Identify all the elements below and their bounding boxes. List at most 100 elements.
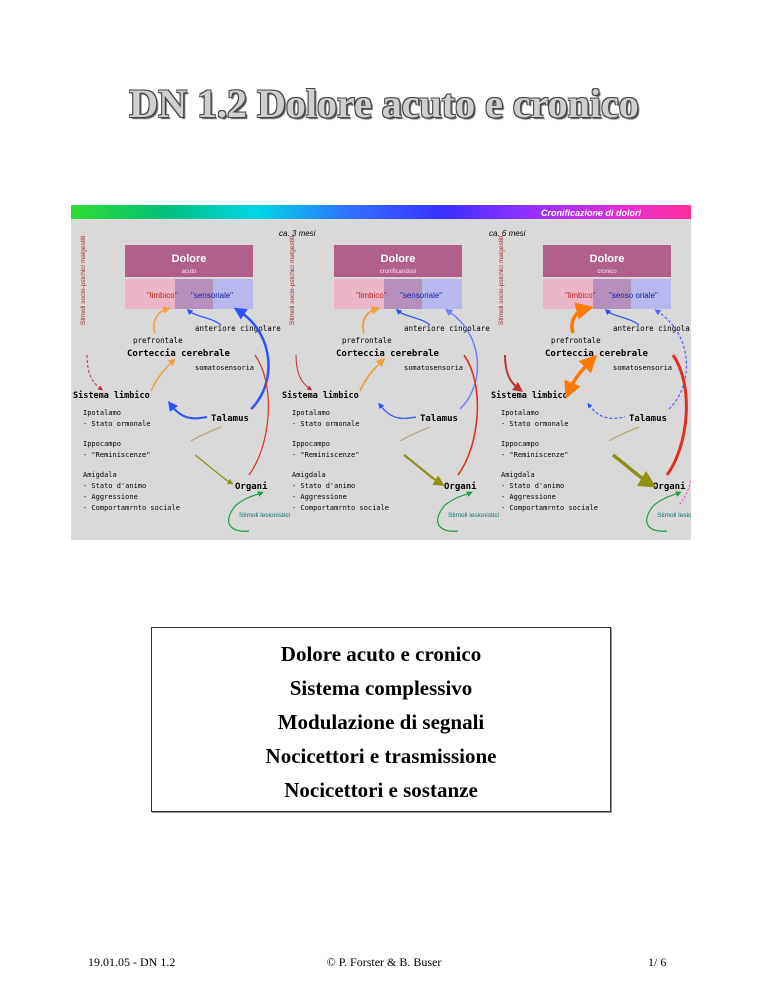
talamus-label: Talamus — [629, 414, 667, 424]
limbic-system-label: Sistema limbico — [282, 390, 359, 401]
hippocampus-label: Ippocampo — [501, 440, 539, 448]
footer-copyright: © P. Forster & B. Buser — [326, 955, 442, 969]
arrow — [153, 306, 171, 334]
panel-2: Stimoli socio-psichici malgestiti Dolore c… — [282, 236, 499, 532]
arrow — [587, 403, 626, 419]
social-label: - Comportamrnto sociale — [292, 504, 389, 512]
mood-label: - Stato d'animo — [292, 482, 355, 490]
arrow — [194, 454, 234, 485]
hypothalamus-label: Ipotalamo — [501, 409, 539, 417]
sensory-box — [213, 279, 253, 309]
arrow — [186, 309, 222, 326]
arrow — [233, 307, 270, 410]
cortex-label: Corteccia cerebrale — [336, 348, 440, 359]
prefrontal-label: prefrontale — [342, 336, 392, 345]
heading-block — [543, 245, 671, 277]
arrow — [150, 358, 176, 392]
panel-heading: Dolore — [381, 253, 416, 265]
arrow — [295, 354, 312, 391]
arrow — [604, 309, 640, 326]
arrow — [395, 309, 431, 326]
topic-item: Sistema complessivo — [289, 676, 473, 700]
banner-title: Cronificazione di dolori — [541, 208, 642, 218]
topic-item: Dolore acuto e cronico — [280, 642, 482, 666]
topics-box: Dolore acuto e cronico Sistema complessi… — [151, 627, 611, 812]
talamus-label: Talamus — [211, 414, 249, 424]
limbic-label: "limbico" — [356, 291, 387, 300]
arrow — [654, 309, 687, 410]
arrow — [608, 426, 640, 442]
arrow — [646, 491, 682, 532]
aggression-label: - Aggressione — [83, 493, 138, 501]
chronification-diagram: Cronificazione di dolori ca. 3 mesi ca. … — [71, 205, 691, 532]
heading-block — [334, 245, 462, 277]
heading-block — [125, 245, 253, 277]
organs-label: Organi — [653, 481, 686, 492]
cortex-label: Corteccia cerebrale — [545, 348, 649, 359]
limbic-label: "limbico" — [147, 291, 178, 300]
arrow — [437, 491, 473, 532]
stimuli-label: Stimoli lesionistici — [657, 512, 691, 519]
side-label: Stimoli socio-psichici malgestiti — [498, 236, 505, 325]
sensory-label: "senso oriale" — [609, 291, 658, 300]
arrow — [444, 308, 479, 410]
amygdala-label: Amigdala — [292, 471, 326, 479]
topic-item: Modulazione di segnali — [277, 710, 485, 734]
talamus-label: Talamus — [420, 414, 458, 424]
arrow — [457, 354, 479, 476]
organs-label: Organi — [444, 481, 477, 492]
hormonal-label: - Stato ormonale — [83, 420, 150, 428]
time-label-6-months: ca. 6 mesi — [489, 229, 526, 238]
cingulate-label: anteriore cingolare — [404, 324, 490, 333]
cingulate-label: anteriore cingolare — [613, 324, 691, 333]
limbic-system-label: Sistema limbico — [73, 390, 150, 401]
somato-label: somatosensoria — [613, 364, 672, 372]
arrow — [167, 401, 208, 420]
social-label: - Comportamrnto sociale — [501, 504, 598, 512]
prefrontal-label: prefrontale — [133, 336, 183, 345]
footer-page-number: 1/ 6 — [648, 955, 667, 969]
organs-label: Organi — [235, 481, 268, 492]
arrow — [248, 354, 269, 476]
amygdala-label: Amigdala — [83, 471, 117, 479]
panel-subheading: cronico — [597, 269, 617, 275]
hormonal-label: - Stato ormonale — [501, 420, 568, 428]
sensory-label: "sensoriale" — [191, 291, 233, 300]
footer-date: 19.01.05 - DN 1.2 — [88, 955, 176, 969]
topic-item: Nocicettori e sostanze — [284, 778, 478, 802]
arrow — [665, 354, 688, 476]
stimuli-label: Stimoli lesionistici — [448, 512, 499, 519]
arrow — [228, 491, 264, 532]
sensory-box — [631, 279, 671, 309]
topic-item: Nocicettori e trasmissione — [265, 744, 497, 768]
arrow — [504, 354, 523, 393]
arrow — [378, 402, 417, 419]
reminiscence-label: - "Reminiscenze" — [83, 451, 150, 459]
page-title: DN 1.2 Dolore acuto e cronico — [129, 81, 639, 126]
arrow — [564, 354, 598, 400]
mood-label: - Stato d'animo — [83, 482, 146, 490]
arrow — [570, 302, 594, 334]
arrow — [399, 426, 431, 442]
amygdala-label: Amigdala — [501, 471, 535, 479]
hormonal-label: - Stato ormonale — [292, 420, 359, 428]
mood-label: - Stato d'animo — [501, 482, 564, 490]
hippocampus-label: Ippocampo — [83, 440, 121, 448]
aggression-label: - Aggressione — [292, 493, 347, 501]
stimuli-label: Stimoli lesionistici — [239, 512, 290, 519]
arrow — [359, 357, 386, 392]
arrow — [611, 453, 657, 488]
arrow — [190, 426, 222, 442]
sensory-box — [422, 279, 462, 309]
panel-subheading: cronificandosi — [380, 269, 417, 275]
social-label: - Comportamrnto sociale — [83, 504, 180, 512]
somato-label: somatosensoria — [404, 364, 463, 372]
cingulate-label: anteriore cingolare — [195, 324, 281, 333]
sensory-label: "sensoriale" — [400, 291, 442, 300]
chronification-figure: Cronificazione di dolori ca. 3 mesi ca. … — [71, 205, 691, 540]
time-label-3-months: ca. 3 mesi — [279, 229, 316, 238]
aggression-label: - Aggressione — [501, 493, 556, 501]
side-label: Stimoli socio-psichici malgestiti — [289, 236, 296, 325]
